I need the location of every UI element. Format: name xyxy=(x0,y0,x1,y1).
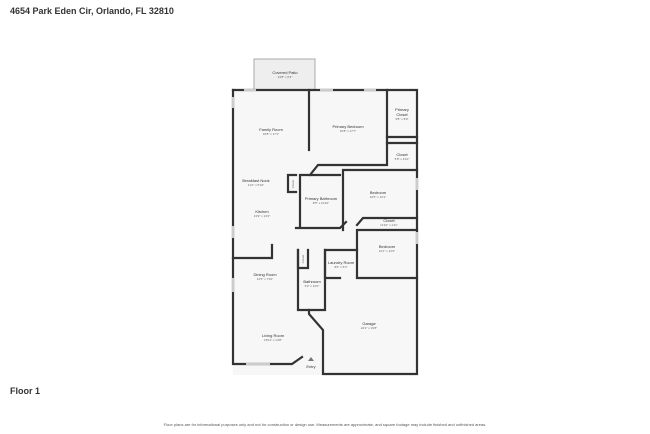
closet-label: Closet xyxy=(291,180,295,189)
disclaimer: Floor plans are for informational purpos… xyxy=(163,422,487,427)
room-dims: 9'2" x 12'0" xyxy=(305,284,320,288)
room-dims: 22'2" x 19'8" xyxy=(361,326,377,330)
room-dims: 16'8" x 17'7" xyxy=(340,129,356,133)
room-dims: 11'10" x 1'11" xyxy=(380,223,398,227)
room-name: Closet xyxy=(396,112,408,117)
room-dims: 13'9" x 13'4" xyxy=(254,214,270,218)
closet-label: Closet xyxy=(301,255,305,264)
room-name: Primary Bathroom xyxy=(305,196,338,201)
page-title: 4654 Park Eden Cir, Orlando, FL 32810 xyxy=(10,6,174,16)
room-name: Closet xyxy=(396,152,408,157)
room-name: Bathroom xyxy=(303,279,321,284)
room-name: Laundry Room xyxy=(328,260,355,265)
room-dims: 5'8" x 8'9" xyxy=(395,117,408,121)
room-name: Covered Patio xyxy=(272,70,298,75)
room-name: Breakfast Nook xyxy=(242,178,269,183)
room-name: Dining Room xyxy=(253,272,277,277)
room-dims: 11'4" x 5'10" xyxy=(248,183,264,187)
entry-label: Entry xyxy=(306,364,315,369)
room-name: Bedroom xyxy=(370,190,387,195)
room-name: Bedroom xyxy=(379,244,396,249)
room-dims: 12'1" x 12'2" xyxy=(379,249,395,253)
room-name: Primary Bedroom xyxy=(332,124,364,129)
room-dims: 8'5" x 10'10" xyxy=(313,201,329,205)
floor-area xyxy=(233,90,417,375)
room-name: Garage xyxy=(362,321,376,326)
room-dims: 5'8" x 4'10" xyxy=(395,157,410,161)
room-dims: 12'5" x 7'10" xyxy=(257,277,273,281)
room-name: Kitchen xyxy=(255,209,268,214)
room-dims: 16'8" x 17'1" xyxy=(263,132,279,136)
room-dims: 10'5" x 12'1" xyxy=(370,195,386,199)
room-name: Living Room xyxy=(262,333,285,338)
room-dims: 13'8" x 6'4" xyxy=(278,75,293,79)
windows xyxy=(231,88,419,366)
room-name: Family Room xyxy=(259,127,283,132)
room-name: Primary xyxy=(395,107,409,112)
entry-arrow-icon xyxy=(308,357,314,361)
room-dims: 18'11" x 14'8" xyxy=(264,338,282,342)
room-name: Closet xyxy=(383,218,395,223)
floor-label: Floor 1 xyxy=(10,386,41,396)
room-dims: 8'6" x 5'4" xyxy=(334,265,347,269)
